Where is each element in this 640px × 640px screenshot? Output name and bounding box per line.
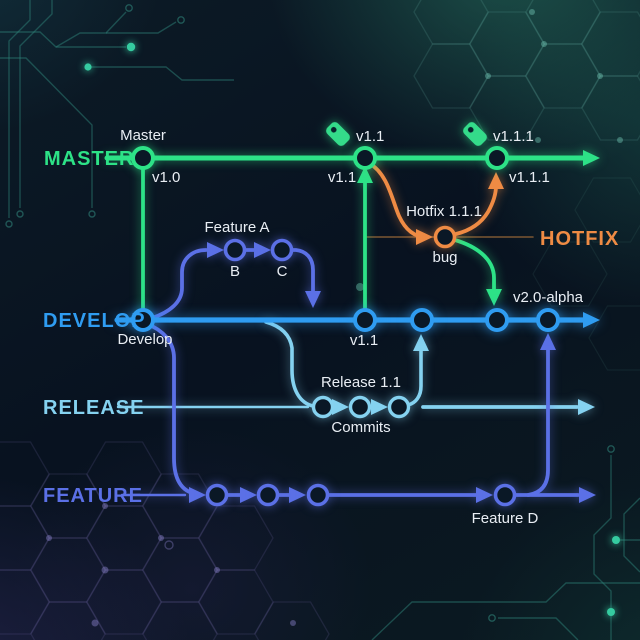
label-release-commits: Commits: [331, 419, 390, 436]
hotfix-commits: [433, 225, 457, 249]
commit-release-2: [348, 395, 372, 419]
label-master-head: Master: [120, 127, 166, 144]
label-release-title: Release 1.1: [321, 374, 401, 391]
label-master-v1-1: v1.1: [328, 169, 356, 186]
commit-master-v1-1-1: [485, 146, 509, 170]
commit-develop-hotfix-merge: [485, 308, 509, 332]
label-v2-0-alpha: v2.0-alpha: [513, 289, 584, 306]
label-hotfix-title: Hotfix 1.1.1: [406, 203, 482, 220]
commit-feature-1: [205, 483, 229, 507]
label-develop-v1-1: v1.1: [350, 332, 378, 349]
develop-commits: [131, 308, 560, 332]
commit-develop-v1-1: [353, 308, 377, 332]
develop-row-label: DEVELOP: [43, 310, 146, 332]
release-commits-nodes: [311, 395, 411, 419]
label-feature-a-title: Feature A: [204, 219, 269, 236]
master-commits: [131, 146, 509, 170]
label-commit-b: B: [230, 263, 240, 280]
label-v1-0: v1.0: [152, 169, 180, 186]
release-row-label: RELEASE: [43, 397, 144, 419]
label-commit-c: C: [277, 263, 288, 280]
feature-row-label: FEATURE: [43, 485, 143, 507]
feature-commits-nodes: [205, 238, 517, 507]
commit-feature-a-c: [270, 238, 294, 262]
release-branch-lines: [116, 320, 579, 409]
commit-release-3: [387, 395, 411, 419]
hotfix-branch-lines: [367, 161, 498, 239]
commit-feature-d: [493, 483, 517, 507]
feature-branch-lines: [120, 248, 580, 497]
commit-develop-release-merge: [410, 308, 434, 332]
label-tag-v1-1-1: v1.1.1: [493, 128, 534, 145]
hotfix-row-label: HOTFIX: [540, 228, 619, 250]
commit-develop-v2-0-alpha: [536, 308, 560, 332]
commit-feature-2: [256, 483, 280, 507]
commit-master-v1-0: [131, 146, 155, 170]
hexagon-pattern-bottom-left: [0, 441, 330, 640]
master-row-label: MASTER: [44, 148, 134, 170]
commit-feature-3: [306, 483, 330, 507]
label-feature-d: Feature D: [472, 510, 539, 527]
commit-feature-a-b: [223, 238, 247, 262]
label-tag-v1-1: v1.1: [356, 128, 384, 145]
master-end-arrow: [583, 150, 600, 166]
master-merge-lines: [141, 156, 496, 322]
commit-develop-head: [131, 308, 155, 332]
label-master-v1-1-1: v1.1.1: [509, 169, 550, 186]
commit-master-v1-1: [353, 146, 377, 170]
commit-release-1: [311, 395, 335, 419]
label-develop-head: Develop: [117, 331, 172, 348]
develop-end-arrow: [583, 312, 600, 328]
hexagon-pattern-top-right: [356, 0, 640, 291]
circuit-decoration-bottom-right: [371, 445, 640, 640]
tag-icon-v1-1: [326, 122, 350, 146]
tag-icon-v1-1-1: [463, 122, 487, 146]
feature-branch-arrows: [189, 242, 596, 503]
label-hotfix-bug: bug: [432, 249, 457, 266]
circuit-decoration-top-left: [0, 0, 234, 228]
commit-hotfix-bug: [433, 225, 457, 249]
